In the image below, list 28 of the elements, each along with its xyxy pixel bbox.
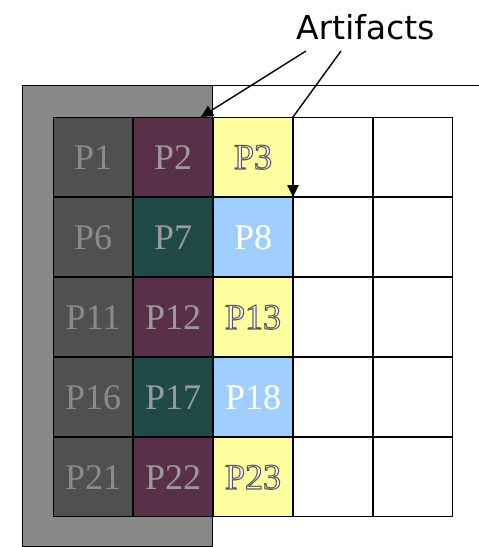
- grid-cell: [293, 277, 373, 357]
- grid-cell: P11: [53, 277, 133, 357]
- grid-cell: P12: [133, 277, 213, 357]
- grid-cell: [373, 117, 453, 197]
- grid-cell: P7: [133, 197, 213, 277]
- grid-cell: P21: [53, 437, 133, 517]
- callout-label: Artifacts: [296, 8, 434, 47]
- grid-cell: [373, 197, 453, 277]
- grid-cell: [293, 437, 373, 517]
- grid-cell: P16: [53, 357, 133, 437]
- grid-cell: [373, 277, 453, 357]
- grid-cell: P17: [133, 357, 213, 437]
- grid-cell: [293, 117, 373, 197]
- grid-cell: P18: [213, 357, 293, 437]
- grid-cell: [373, 437, 453, 517]
- grid-cell: P23: [213, 437, 293, 517]
- grid-cell: [293, 357, 373, 437]
- grid-cell: P13: [213, 277, 293, 357]
- grid-cell: [373, 357, 453, 437]
- arrow: [200, 50, 306, 118]
- grid-cell: P22: [133, 437, 213, 517]
- grid-cell: [293, 197, 373, 277]
- grid-cell: P8: [213, 197, 293, 277]
- arrow: [287, 50, 342, 197]
- grid-cell: P3: [213, 117, 293, 197]
- grid-cell: P6: [53, 197, 133, 277]
- grid-cell: P1: [53, 117, 133, 197]
- grid-cell: P2: [133, 117, 213, 197]
